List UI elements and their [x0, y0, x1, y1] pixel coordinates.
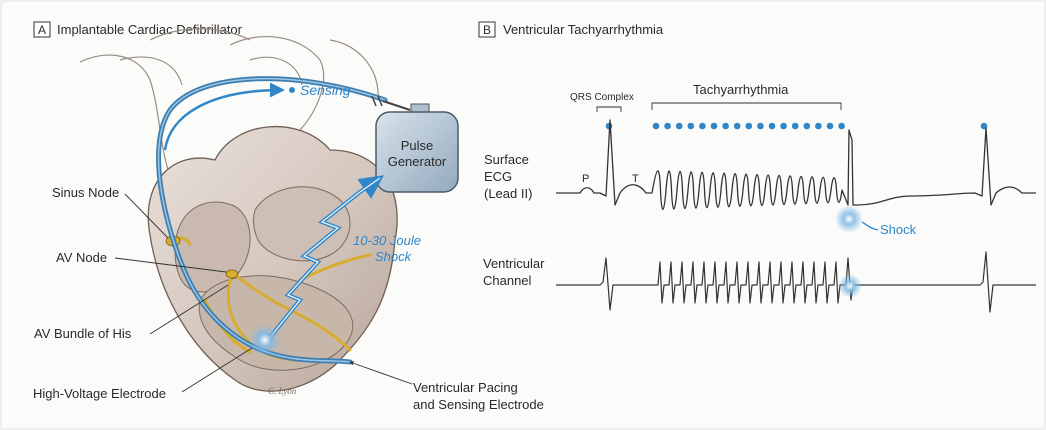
marker-dot-icon	[711, 123, 718, 130]
av-bundle-label: AV Bundle of His	[34, 326, 132, 341]
pulse-generator: Pulse Generator	[376, 104, 458, 192]
artist-signature: C. Lyon	[268, 386, 297, 396]
marker-dot-icon	[734, 123, 741, 130]
left-atrium	[254, 187, 350, 261]
marker-dot-icon	[815, 123, 822, 130]
panel-a-letter: A	[38, 23, 46, 37]
marker-dot-icon	[688, 123, 695, 130]
marker-dot-icon	[780, 123, 787, 130]
shock-glow-icon	[249, 324, 281, 356]
pacing-electrode-leader	[350, 362, 412, 384]
sensed-beat-markers	[606, 123, 988, 130]
pacing-electrode-label-line2: and Sensing Electrode	[413, 397, 544, 412]
marker-dot-icon	[699, 123, 706, 130]
qrs-complex-label: QRS Complex	[570, 92, 634, 103]
tachyarrhythmia-bracket	[652, 103, 841, 110]
marker-dot-icon	[827, 123, 834, 130]
hv-electrode-label: High-Voltage Electrode	[33, 386, 166, 401]
shock-pointer	[862, 222, 878, 230]
pulse-generator-label-line2: Generator	[388, 154, 447, 169]
av-node-label: AV Node	[56, 250, 107, 265]
p-wave-label: P	[582, 173, 589, 185]
panel-b: B Ventricular Tachyarrhythmia QRS Comple…	[479, 22, 1036, 312]
sinus-node-label: Sinus Node	[52, 185, 119, 200]
marker-dot-icon	[838, 123, 845, 130]
pacing-electrode-label-line1: Ventricular Pacing	[413, 380, 518, 395]
pulse-generator-label-line1: Pulse	[401, 138, 434, 153]
marker-dot-icon	[769, 123, 776, 130]
shock-glow-ecg-icon	[835, 205, 863, 233]
panel-a: A Implantable Cardiac Defibrillator	[33, 22, 544, 412]
av-node-icon	[226, 270, 238, 278]
shock-glow-channel-icon	[838, 274, 862, 298]
qrs-bracket	[597, 107, 621, 112]
ventricular-channel-label-line1: Ventricular	[483, 256, 545, 271]
marker-dot-icon	[653, 123, 660, 130]
shock-label-line1: 10-30 Joule	[353, 233, 421, 248]
shock-label-line2: Shock	[375, 249, 413, 264]
ventricular-channel-label-line2: Channel	[483, 273, 532, 288]
surface-ecg-label-line3: (Lead II)	[484, 186, 532, 201]
surface-ecg-label-line1: Surface	[484, 152, 529, 167]
marker-dot-icon	[289, 87, 295, 93]
shock-ecg-label: Shock	[880, 222, 917, 237]
sensing-label: Sensing	[300, 82, 351, 98]
panel-b-letter: B	[483, 23, 491, 37]
panel-b-title: Ventricular Tachyarrhythmia	[503, 22, 664, 37]
marker-dot-icon	[792, 123, 799, 130]
ventricular-channel-trace	[556, 252, 1036, 312]
tachyarrhythmia-label: Tachyarrhythmia	[693, 82, 789, 97]
marker-dot-icon	[664, 123, 671, 130]
marker-dot-icon	[757, 123, 764, 130]
marker-dot-icon	[722, 123, 729, 130]
surface-ecg-trace	[556, 120, 1036, 210]
t-wave-label: T	[632, 173, 639, 185]
marker-dot-icon	[746, 123, 753, 130]
marker-dot-icon	[804, 123, 811, 130]
surface-ecg-label-line2: ECG	[484, 169, 512, 184]
marker-dot-icon	[676, 123, 683, 130]
